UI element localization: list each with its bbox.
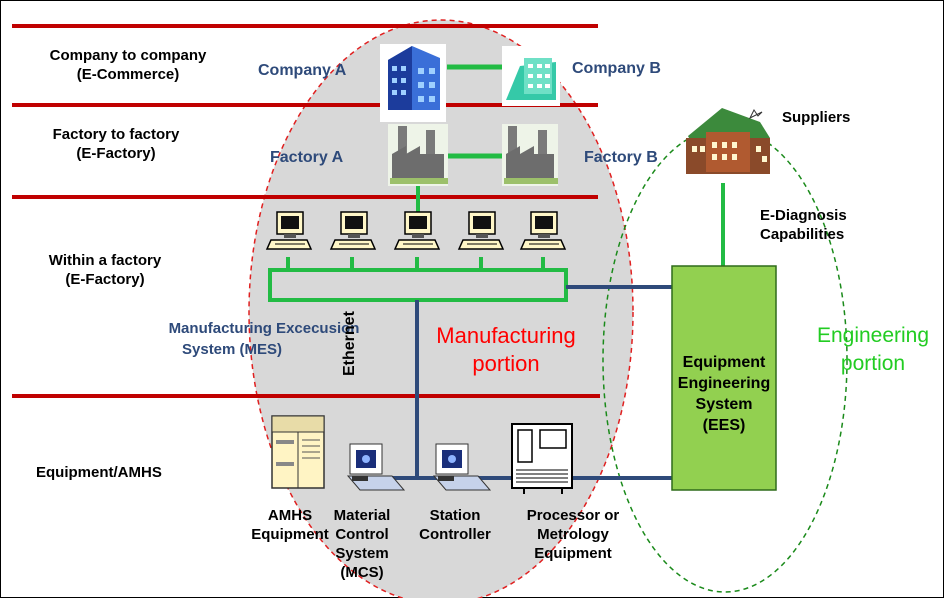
- workstation-5: [519, 211, 567, 250]
- e-diagnosis-line-1: E-Diagnosis: [760, 207, 847, 224]
- ees-label-line-1: Equipment: [682, 354, 766, 371]
- company-b-building: [502, 46, 560, 106]
- company-b-label: Company B: [572, 60, 661, 77]
- workstation-1: [265, 211, 313, 250]
- engineering-portion-line-1: Engineering: [816, 324, 930, 347]
- workstation-2: [329, 211, 377, 250]
- mcs-label: Material Control System (MCS): [312, 506, 412, 582]
- row-label-within-sub: (E-Factory): [65, 271, 145, 288]
- mes-label-line-1: Manufacturing Excecusion: [168, 320, 360, 337]
- row-label-company-sub: (E-Commerce): [76, 66, 180, 83]
- amhs-equipment-icon: [271, 415, 325, 489]
- company-a-building: [380, 44, 446, 122]
- mes-label-line-2: System (MES): [182, 341, 283, 358]
- company-a-label: Company A: [258, 62, 347, 79]
- amhs-label: AMHS Equipment: [240, 506, 340, 544]
- mcs-label-line-3: System: [335, 545, 389, 562]
- engineering-portion-line-2: portion: [840, 352, 906, 375]
- processor-label-line-3: Equipment: [534, 545, 612, 562]
- workstation-3: [393, 211, 441, 250]
- row-label-equipment: Equipment/AMHS: [36, 464, 162, 481]
- engineering-region: [602, 127, 848, 593]
- workstation-4: [457, 211, 505, 250]
- processor-label: Processor or Metrology Equipment: [508, 506, 638, 563]
- mcs-controller-icon: [346, 443, 406, 491]
- engineering-portion-label: Engineering portion: [806, 322, 940, 378]
- row-label-within-title: Within a factory: [48, 252, 162, 269]
- ees-box: [671, 265, 777, 491]
- row-label-factory: Factory to factory (E-Factory): [16, 125, 216, 163]
- row-label-company: Company to company (E-Commerce): [16, 46, 240, 84]
- factory-a-label: Factory A: [270, 149, 344, 166]
- mcs-label-line-2: Control: [335, 526, 389, 543]
- ees-label: Equipment Engineering System (EES): [672, 352, 776, 436]
- e-diagnosis-label: E-Diagnosis Capabilities: [760, 206, 847, 244]
- processor-equipment-icon: [511, 423, 573, 494]
- mcs-label-line-4: (MCS): [340, 564, 384, 581]
- mcs-label-line-1: Material: [333, 507, 391, 524]
- amhs-label-line-1: AMHS: [267, 507, 313, 524]
- ethernet-label: Ethernet: [341, 311, 358, 376]
- amhs-label-line-2: Equipment: [251, 526, 329, 543]
- station-controller-icon: [432, 443, 492, 491]
- factory-a-building: [388, 124, 448, 186]
- suppliers-building: [686, 108, 770, 174]
- manufacturing-portion-line-2: portion: [472, 351, 540, 376]
- ees-label-line-2: Engineering: [677, 375, 771, 392]
- row-label-company-title: Company to company: [49, 47, 207, 64]
- e-diagnosis-line-2: Capabilities: [760, 226, 845, 243]
- manufacturing-portion-label: Manufacturing portion: [418, 322, 594, 378]
- row-label-factory-title: Factory to factory: [52, 126, 180, 143]
- station-controller-label: Station Controller: [400, 506, 510, 544]
- ees-label-line-4: (EES): [702, 417, 746, 434]
- ees-label-line-3: System: [695, 396, 753, 413]
- mes-label: Manufacturing Excecusion System (MES): [140, 318, 388, 360]
- processor-label-line-1: Processor or: [526, 507, 620, 524]
- processor-label-line-2: Metrology: [537, 526, 609, 543]
- factory-b-building: [502, 124, 558, 186]
- suppliers-label: Suppliers: [782, 109, 851, 126]
- station-label-line-2: Controller: [419, 526, 491, 543]
- row-label-within: Within a factory (E-Factory): [16, 251, 194, 289]
- station-label-line-1: Station: [429, 507, 481, 524]
- row-label-factory-sub: (E-Factory): [76, 145, 156, 162]
- manufacturing-portion-line-1: Manufacturing: [436, 323, 576, 348]
- factory-b-label: Factory B: [584, 149, 658, 166]
